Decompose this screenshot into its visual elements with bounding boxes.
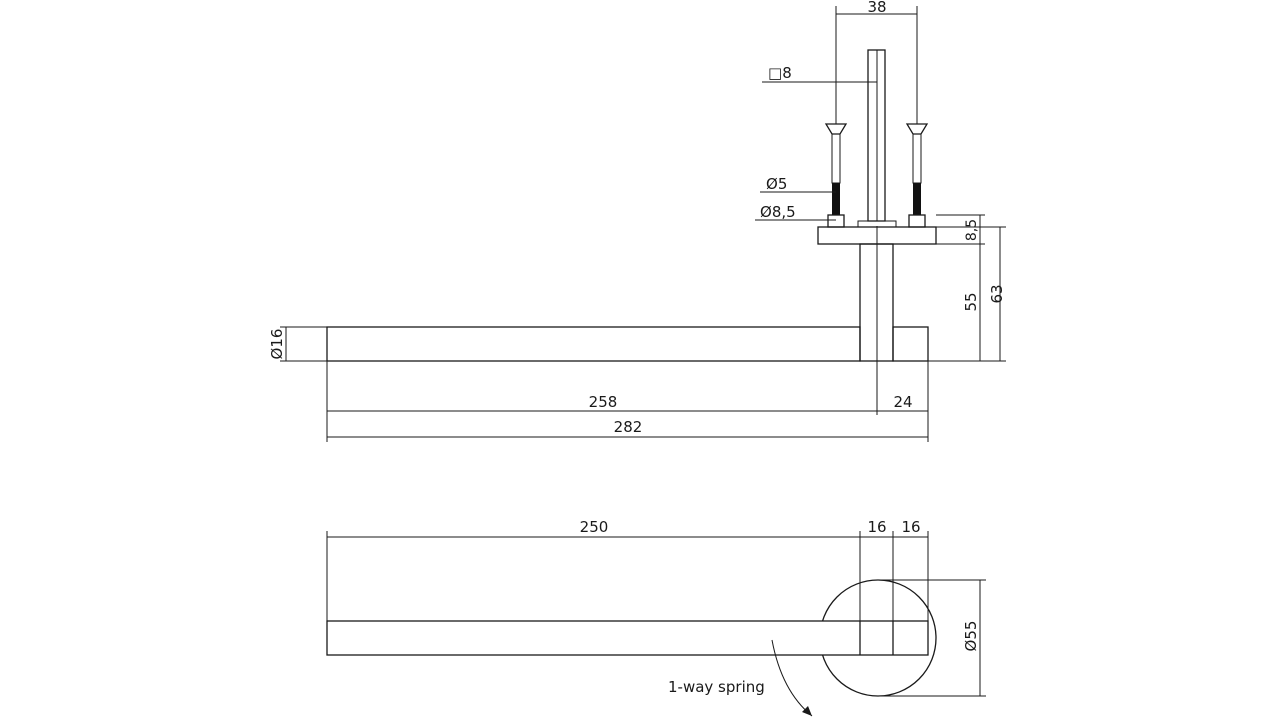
dim-plan-seg-1: 16 xyxy=(867,518,886,536)
side-elevation: 38 □8 Ø5 Ø8,5 8,5 55 63 Ø16 258 24 2 xyxy=(268,0,1006,442)
dim-screw-diameter: Ø5 xyxy=(766,175,787,193)
spring-note: 1-way spring xyxy=(668,678,765,696)
handle-end-block xyxy=(892,326,929,362)
dim-plan-seg-2: 16 xyxy=(901,518,920,536)
plan-handle-bar xyxy=(326,620,929,656)
dim-overall-length: 282 xyxy=(614,418,643,436)
dim-plan-bar-length: 250 xyxy=(580,518,609,536)
dim-end-length: 24 xyxy=(893,393,912,411)
dim-screw-head-diameter: Ø8,5 xyxy=(760,203,796,221)
dim-overall-height: 63 xyxy=(988,284,1006,303)
right-screw xyxy=(905,123,929,228)
left-screw xyxy=(824,123,848,228)
spring-arrow-head xyxy=(802,706,812,716)
dim-square-spindle: □8 xyxy=(768,64,792,82)
dim-bar-diameter: Ø16 xyxy=(268,329,286,360)
dim-rose-diameter: Ø55 xyxy=(962,621,980,652)
plan-view: 250 16 16 Ø55 1-way spring xyxy=(326,518,986,717)
dim-bar-length: 258 xyxy=(589,393,618,411)
dim-rose-projection: 55 xyxy=(962,292,980,311)
dim-screw-spacing: 38 xyxy=(867,0,886,16)
handle-bar xyxy=(326,326,861,362)
dim-plate-thickness: 8,5 xyxy=(964,219,980,241)
